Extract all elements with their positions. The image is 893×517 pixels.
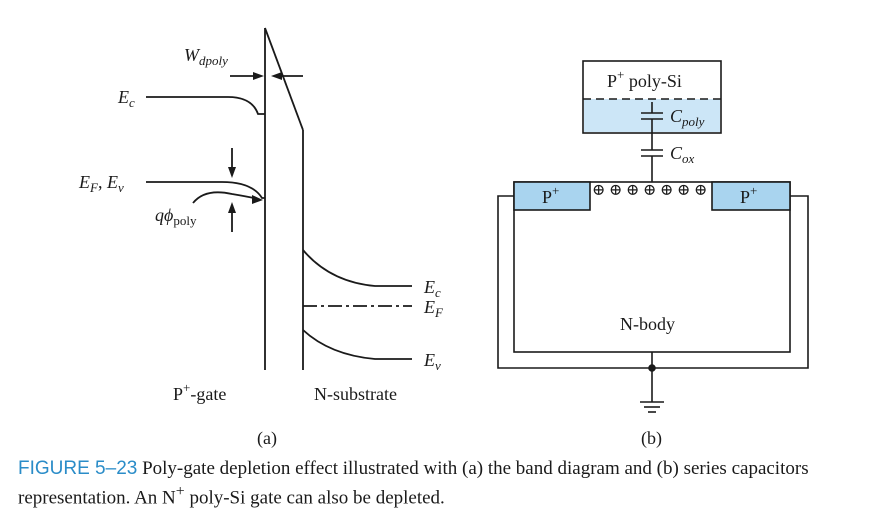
- substrate-conduction-band: [302, 249, 412, 287]
- caption-superscript: +: [175, 483, 185, 500]
- figure-diagram: Wdpoly Ec EF, Ev qϕpoly Ec EF Ev P+-gate…: [78, 27, 809, 449]
- gate-ec-label: Ec: [117, 87, 135, 110]
- figure-number: FIGURE 5–23: [18, 458, 138, 479]
- band-diagram: [146, 27, 412, 370]
- qphi-curved-arrow: [192, 191, 259, 204]
- hole-4: ⊕: [643, 182, 656, 199]
- substrate-ef-label: EF: [423, 297, 444, 320]
- hole-6: ⊕: [677, 182, 690, 199]
- qphi-poly-label: qϕpoly: [155, 205, 197, 228]
- gate-conduction-band: [146, 96, 265, 115]
- substrate-valence-band: [302, 329, 412, 360]
- oxide-top-slope: [264, 27, 304, 131]
- hole-7: ⊕: [694, 182, 707, 199]
- panel-b-tag: (b): [641, 428, 662, 449]
- hole-2: ⊕: [609, 182, 622, 199]
- gate-valence-band: [146, 181, 265, 199]
- gate-region-label: P+-gate: [173, 380, 226, 404]
- substrate-ec-label: Ec: [423, 277, 441, 300]
- capacitor-diagram: [497, 60, 809, 413]
- hole-1: ⊕: [592, 182, 605, 199]
- substrate-region-label: N-substrate: [314, 384, 397, 404]
- poly-si-label: P+ poly-Si: [607, 67, 682, 91]
- cpoly-label: Cpoly: [670, 106, 705, 129]
- inversion-holes: ⊕ ⊕ ⊕ ⊕ ⊕ ⊕ ⊕: [592, 182, 707, 199]
- substrate-ev-label: Ev: [423, 350, 441, 373]
- caption-text-1: Poly-gate depletion effect illustrated w…: [18, 458, 809, 509]
- p-plus-left-label: P+: [542, 183, 559, 207]
- hole-3: ⊕: [626, 182, 639, 199]
- p-plus-right: [711, 181, 791, 211]
- ground-icon: [640, 401, 664, 413]
- gate-ef-ev-label: EF, Ev: [78, 172, 124, 195]
- figure-caption: FIGURE 5–23 Poly-gate depletion effect i…: [18, 457, 880, 509]
- n-body-label: N-body: [620, 314, 675, 334]
- caption-text-2: poly-Si gate can also be depleted.: [184, 487, 445, 509]
- p-plus-left: [513, 181, 591, 211]
- p-plus-right-label: P+: [740, 183, 757, 207]
- cox-label: Cox: [670, 143, 695, 166]
- wdpoly-label: Wdpoly: [184, 45, 228, 68]
- hole-5: ⊕: [660, 182, 673, 199]
- panel-a-tag: (a): [257, 428, 277, 449]
